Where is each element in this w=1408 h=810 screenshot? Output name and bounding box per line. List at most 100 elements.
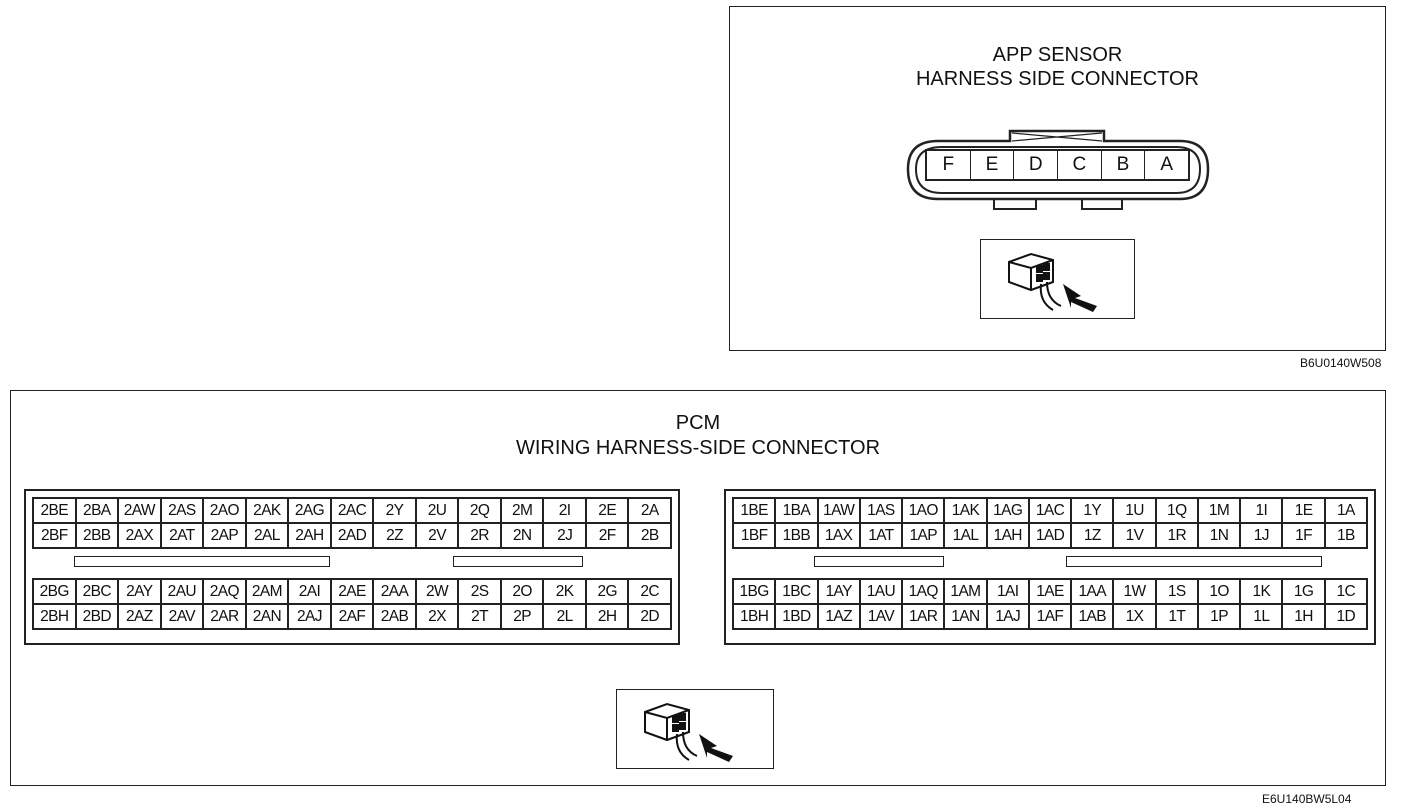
pin-cell: 2AL xyxy=(245,523,289,548)
pin-cell: 1AC xyxy=(1028,498,1072,523)
connector-2-key-left xyxy=(74,556,330,567)
pin-cell: 1AH xyxy=(986,523,1029,548)
pin-cell: 1BF xyxy=(733,523,776,548)
pin-cell: 2H xyxy=(585,604,629,629)
pin-cell: 1AA xyxy=(1071,579,1114,604)
pin-cell: 1I xyxy=(1240,498,1283,523)
pin-cell: 1K xyxy=(1240,579,1283,604)
pin-cell: 1AF xyxy=(1028,604,1072,629)
app-pin: A xyxy=(1160,154,1174,175)
pcm-figure-code: E6U140BW5L04 xyxy=(1262,792,1352,806)
pin-cell: 1BA xyxy=(775,498,818,523)
app-pin: F xyxy=(927,151,971,179)
pin-cell: 1AR xyxy=(902,604,945,629)
pin-cell: 2AO xyxy=(203,498,246,523)
pin-cell: 2M xyxy=(500,498,544,523)
pin-cell: 1Y xyxy=(1071,498,1114,523)
pin-cell: 2L xyxy=(543,604,586,629)
pin-cell: 1P xyxy=(1197,604,1241,629)
connector-2-key-right xyxy=(453,556,583,567)
pin-cell: 1T xyxy=(1155,604,1198,629)
pin-cell: 2AA xyxy=(373,579,416,604)
pin-cell: 1BE xyxy=(733,498,776,523)
pin-cell: 2Z xyxy=(373,523,416,548)
pin-cell: 1AB xyxy=(1071,604,1114,629)
pin-cell: 2AX xyxy=(118,523,161,548)
pin-cell: 1X xyxy=(1113,604,1156,629)
pin-cell: 2AC xyxy=(330,498,374,523)
pin-cell: 1F xyxy=(1282,523,1325,548)
pin-cell: 1B xyxy=(1324,523,1367,548)
pin-cell: 2J xyxy=(543,523,586,548)
pin-cell: 1Z xyxy=(1071,523,1114,548)
pin-cell: 2Q xyxy=(458,498,501,523)
pin-cell: 2Y xyxy=(373,498,416,523)
app-sensor-pin-row: F E D C B A xyxy=(925,149,1190,181)
pin-cell: 2D xyxy=(628,604,671,629)
pin-cell: 1S xyxy=(1155,579,1198,604)
pin-cell: 1G xyxy=(1282,579,1325,604)
pin-cell: 1AY xyxy=(817,579,860,604)
pin-cell: 2AT xyxy=(160,523,204,548)
pin-cell: 2AB xyxy=(373,604,416,629)
pin-cell: 1E xyxy=(1282,498,1325,523)
connector-view-arrow-icon xyxy=(644,702,733,762)
pin-cell: 1L xyxy=(1240,604,1283,629)
app-sensor-figure-code: B6U0140W508 xyxy=(1300,356,1382,370)
pin-cell: 2BB xyxy=(75,523,119,548)
pin-cell: 1AM xyxy=(944,579,987,604)
pin-cell: 1BG xyxy=(733,579,776,604)
pin-cell: 2AH xyxy=(288,523,331,548)
app-sensor-panel: APP SENSOR HARNESS SIDE CONNECTOR F E D … xyxy=(729,6,1386,351)
pin-cell: 1AX xyxy=(817,523,860,548)
pin-cell: 2BG xyxy=(33,579,76,604)
pin-cell: 1AG xyxy=(986,498,1029,523)
pin-cell: 1H xyxy=(1282,604,1325,629)
pin-cell: 1AS xyxy=(859,498,903,523)
pin-cell: 2AI xyxy=(288,579,331,604)
pin-cell: 2AV xyxy=(160,604,204,629)
pin-cell: 2K xyxy=(543,579,586,604)
pin-cell: 1R xyxy=(1155,523,1198,548)
pin-cell: 2BA xyxy=(75,498,119,523)
pin-cell: 1AV xyxy=(859,604,903,629)
pin-cell: 1D xyxy=(1324,604,1367,629)
pin-cell: 2AK xyxy=(245,498,289,523)
pin-cell: 1U xyxy=(1113,498,1156,523)
pin-cell: 1W xyxy=(1113,579,1156,604)
pin-cell: 2F xyxy=(585,523,629,548)
pin-cell: 1BB xyxy=(775,523,818,548)
pin-cell: 1BC xyxy=(775,579,818,604)
pin-cell: 2AQ xyxy=(203,579,246,604)
pin-cell: 2AY xyxy=(118,579,161,604)
pin-cell: 2G xyxy=(585,579,629,604)
pin-cell: 1V xyxy=(1113,523,1156,548)
pin-cell: 2AF xyxy=(330,604,374,629)
pin-cell: 2S xyxy=(458,579,501,604)
pin-cell: 2I xyxy=(543,498,586,523)
pin-cell: 1N xyxy=(1197,523,1241,548)
pcm-title-line1: PCM xyxy=(675,412,721,434)
pin-cell: 1BH xyxy=(733,604,776,629)
pin-cell: 1J xyxy=(1240,523,1283,548)
pin-cell: 1AQ xyxy=(902,579,945,604)
pin-cell: 2T xyxy=(458,604,501,629)
pin-cell: 1O xyxy=(1197,579,1241,604)
pin-cell: 1AI xyxy=(986,579,1029,604)
pin-cell: 2AD xyxy=(330,523,374,548)
pin-cell: 1AJ xyxy=(986,604,1029,629)
pin-cell: 2U xyxy=(415,498,459,523)
pin-cell: 2AJ xyxy=(288,604,331,629)
pin-cell: 1AD xyxy=(1028,523,1072,548)
pin-cell: 2B xyxy=(628,523,671,548)
app-pin: D xyxy=(1014,151,1059,179)
pin-cell: 2N xyxy=(500,523,544,548)
pin-cell: 1M xyxy=(1197,498,1241,523)
pin-cell: 2C xyxy=(628,579,671,604)
pin-cell: 1AL xyxy=(944,523,987,548)
pin-cell: 2R xyxy=(458,523,501,548)
